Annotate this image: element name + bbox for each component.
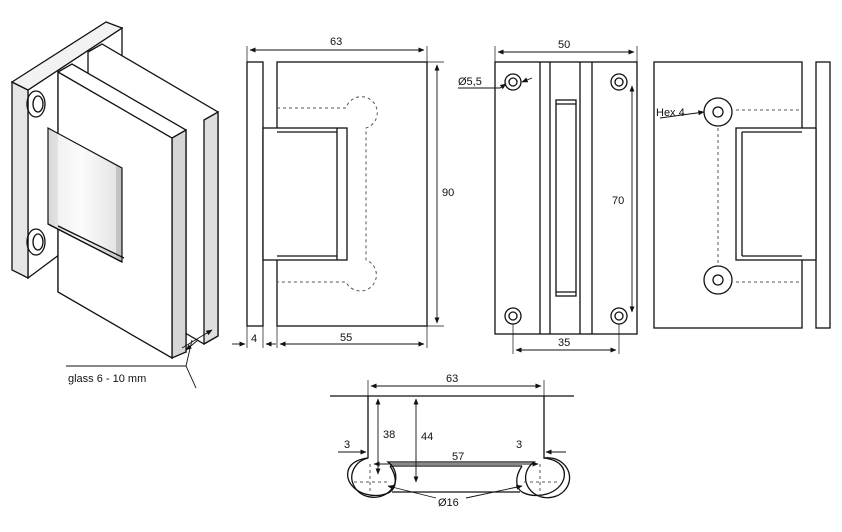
front-hinge-body — [262, 127, 348, 261]
iso-hole-top — [26, 90, 46, 118]
dim-90: 90 — [442, 187, 454, 199]
side-hidden-lines — [717, 109, 802, 283]
back-plate-view: 50 Ø5,5 70 35 — [458, 39, 638, 354]
iso-hole-bottom — [26, 228, 46, 256]
dim-44: 44 — [421, 431, 433, 443]
front-view: 63 90 4 55 — [232, 36, 454, 348]
dim-4: 4 — [251, 333, 257, 345]
glass-range-label: glass 6 - 10 mm — [68, 373, 146, 385]
iso-glass-leader — [66, 329, 213, 389]
front-hidden-slot — [277, 96, 378, 292]
dim-38: 38 — [383, 429, 395, 441]
dim-phi-16: Ø16 — [438, 497, 459, 509]
dim-57: 57 — [452, 451, 464, 463]
side-view: Hex 4 — [653, 61, 831, 329]
dim-35: 35 — [558, 337, 570, 349]
dim-63-top: 63 — [330, 36, 342, 48]
section-center-marks — [354, 464, 560, 500]
dim-3-left: 3 — [344, 439, 350, 451]
hex-label: Hex 4 — [656, 107, 685, 119]
side-wall-strip — [815, 61, 831, 329]
dim-phi-5-5: Ø5,5 — [458, 76, 482, 88]
isometric-view: glass 6 - 10 mm — [10, 21, 219, 389]
dim-50: 50 — [558, 39, 570, 51]
iso-hinge-knuckle — [47, 126, 125, 263]
dim-70: 70 — [612, 195, 624, 207]
front-wall-plate — [246, 61, 264, 327]
dim-63-bottom: 63 — [446, 373, 458, 385]
dim-55: 55 — [340, 332, 352, 344]
dim-3-right: 3 — [516, 439, 522, 451]
bottom-section-view: 63 38 44 3 3 57 Ø16 — [330, 373, 574, 509]
